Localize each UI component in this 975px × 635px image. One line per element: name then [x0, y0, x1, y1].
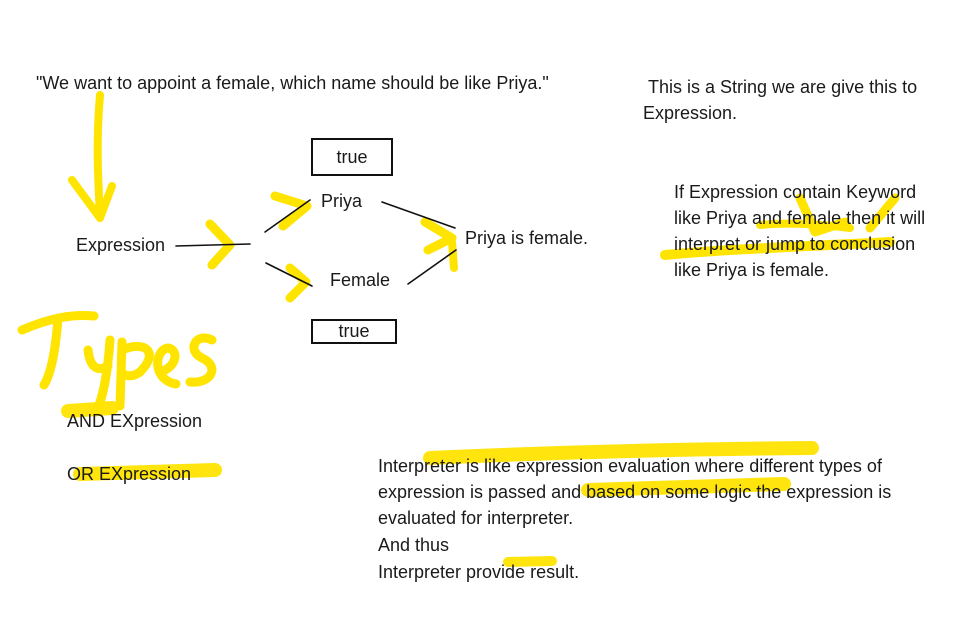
line-expression-out	[175, 243, 251, 247]
highlight-down-arrow	[93, 91, 104, 219]
highlight-mark-keyword-c	[756, 219, 854, 232]
highlight-mark-result	[448, 238, 458, 272]
types-letter-e	[153, 343, 181, 389]
true-box-bottom: true	[311, 319, 397, 344]
result-node: Priya is female.	[465, 228, 589, 248]
summary-line-2: expression is passed and based on some l…	[378, 482, 892, 502]
highlight-summary-line1	[423, 441, 819, 465]
female-node: Female	[330, 270, 391, 290]
or-expression-label: OR EXpression	[67, 464, 192, 484]
and-expression-label: AND EXpression	[67, 411, 203, 431]
highlight-chevron-female	[285, 263, 311, 303]
keyword-note-line-1: If Expression contain Keyword	[674, 182, 917, 202]
keyword-note-line-4: like Priya is female.	[674, 260, 830, 280]
highlight-and-expression	[61, 401, 119, 418]
keyword-note-line-2: like Priya and female then it will	[674, 208, 926, 228]
types-letter-y	[83, 335, 115, 417]
summary-line-5: Interpreter provide result.	[378, 562, 580, 582]
highlight-summary-line2	[581, 477, 791, 497]
highlight-arrowhead-right	[96, 182, 116, 222]
line-priya-to-result	[381, 201, 456, 229]
summary-line-1: Interpreter is like expression evaluatio…	[378, 456, 882, 476]
summary-line-4: And thus	[378, 535, 450, 555]
types-letter-T	[17, 311, 99, 390]
highlight-summary-provide	[503, 556, 557, 567]
keyword-note-line-3: interpret or jump to conclusion	[674, 234, 916, 254]
summary-line-3: evaluated for interpreter.	[378, 508, 574, 528]
types-letter-p	[115, 337, 154, 411]
true-box-top: true	[311, 138, 393, 176]
highlight-chevron-priya	[270, 191, 312, 231]
string-note-line-2: Expression.	[643, 103, 738, 123]
line-to-priya	[264, 199, 311, 233]
line-female-to-result	[407, 249, 457, 285]
expression-node: Expression	[76, 235, 166, 255]
priya-node: Priya	[321, 191, 363, 211]
requirement-quote: "We want to appoint a female, which name…	[36, 73, 549, 93]
highlight-mark-keyword-b	[865, 193, 900, 233]
line-to-female	[265, 262, 313, 287]
highlight-strike-note	[660, 237, 895, 260]
string-note-line-1: This is a String we are give this to	[648, 77, 918, 97]
highlight-arrowhead-left	[68, 176, 104, 222]
highlight-or-expression	[73, 463, 222, 481]
types-letter-s	[185, 333, 217, 387]
true-label-top: true	[336, 146, 368, 167]
true-label-bottom: true	[338, 321, 370, 341]
